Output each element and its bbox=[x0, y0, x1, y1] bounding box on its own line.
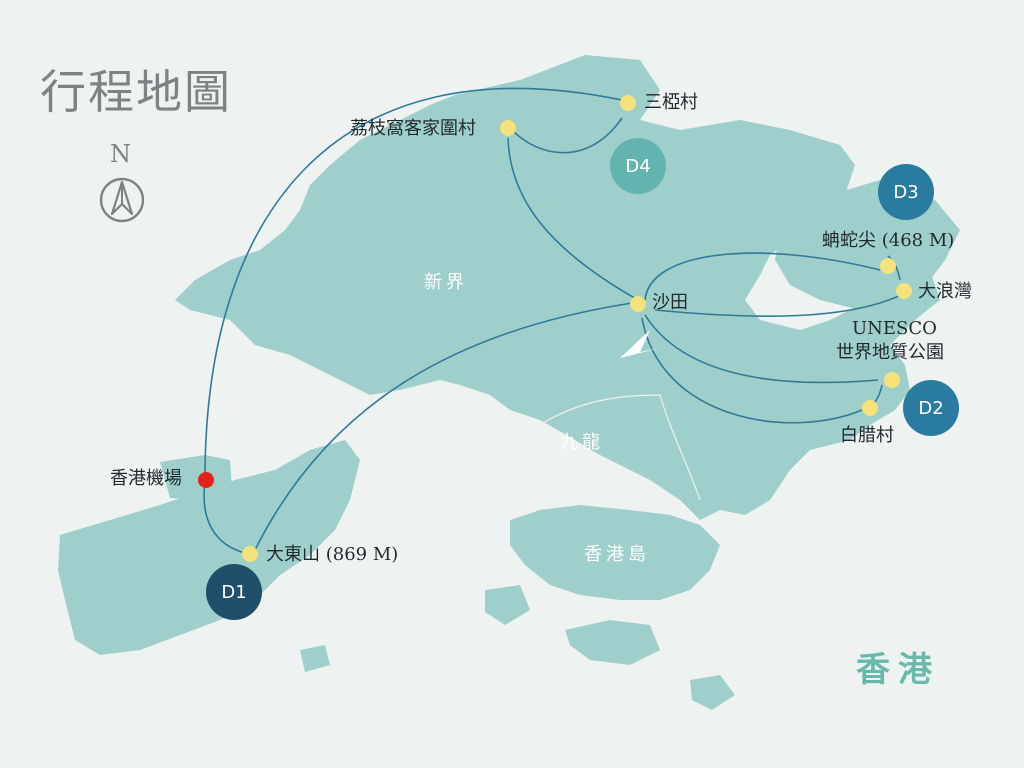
sharp-peak-marker[interactable] bbox=[880, 258, 896, 274]
day-badge-d4[interactable]: D4 bbox=[610, 138, 666, 194]
hong-kong-corner-label: 香港 bbox=[856, 650, 940, 690]
tai-tung-shan-marker[interactable] bbox=[242, 546, 258, 562]
route-tai-tung-shan-to-sha-tin bbox=[254, 302, 633, 551]
day-badge-d2[interactable]: D2 bbox=[903, 380, 959, 436]
sha-tin-label: 沙田 bbox=[652, 292, 688, 313]
airport-marker[interactable] bbox=[198, 472, 214, 488]
sam-a-tsuen-marker[interactable] bbox=[620, 95, 636, 111]
page-title: 行程地圖 bbox=[40, 65, 232, 119]
route-airport-to-tai-tung-shan bbox=[203, 481, 246, 554]
lai-chi-wo-marker[interactable] bbox=[500, 120, 516, 136]
day-badge-d3[interactable]: D3 bbox=[878, 164, 934, 220]
day-badge-d1[interactable]: D1 bbox=[206, 564, 262, 620]
sam-a-tsuen-label: 三椏村 bbox=[644, 92, 698, 113]
route-tai-long-wan-to-sha-tin bbox=[654, 293, 904, 317]
outlying-island-3 bbox=[300, 645, 330, 672]
route-airport-to-sam-a-tsuen bbox=[204, 87, 623, 479]
sharp-peak-label: 蚺蛇尖 (468 M) bbox=[822, 230, 955, 251]
pak-lap-tsuen-label: 白腊村 bbox=[840, 425, 894, 446]
north-arrow-icon bbox=[99, 177, 145, 223]
tai-long-wan-label: 大浪灣 bbox=[918, 281, 972, 302]
sha-tin-arrow-icon bbox=[620, 330, 660, 358]
geopark-label-line2: 世界地質公園 bbox=[836, 342, 944, 363]
airport-label: 香港機場 bbox=[110, 468, 182, 489]
lai-chi-wo-label: 荔枝窩客家圍村 bbox=[350, 118, 476, 139]
outlying-island-2 bbox=[690, 675, 735, 710]
region-label-kowloon: 九龍 bbox=[560, 432, 604, 453]
geopark-label-line1: UNESCO bbox=[852, 318, 937, 339]
geopark-marker[interactable] bbox=[884, 372, 900, 388]
lantau-island-landmass bbox=[58, 440, 360, 655]
route-sha-tin-to-lai-chi-wo bbox=[507, 137, 639, 301]
route-lai-chi-wo-to-sam-a-tsuen bbox=[509, 117, 623, 154]
lamma-island bbox=[565, 620, 660, 665]
route-pak-lap-tsuen-to-sha-tin bbox=[641, 317, 863, 424]
route-sha-tin-to-geopark bbox=[644, 314, 879, 384]
tai-long-wan-marker[interactable] bbox=[896, 283, 912, 299]
outlying-island-1 bbox=[485, 585, 530, 625]
hong-kong-island-landmass bbox=[510, 505, 720, 600]
airport-island bbox=[160, 455, 232, 500]
region-label-hk-island: 香港島 bbox=[584, 544, 650, 565]
tai-tung-shan-label: 大東山 (869 M) bbox=[266, 544, 399, 565]
pak-lap-tsuen-marker[interactable] bbox=[862, 400, 878, 416]
kowloon-boundary-line bbox=[539, 394, 701, 501]
sha-tin-marker[interactable] bbox=[630, 296, 646, 312]
compass-north-label: N bbox=[110, 140, 131, 168]
region-label-new-territories: 新界 bbox=[424, 272, 468, 293]
new-territories-landmass bbox=[175, 55, 940, 520]
route-sha-tin-to-sharp-peak bbox=[644, 252, 881, 301]
